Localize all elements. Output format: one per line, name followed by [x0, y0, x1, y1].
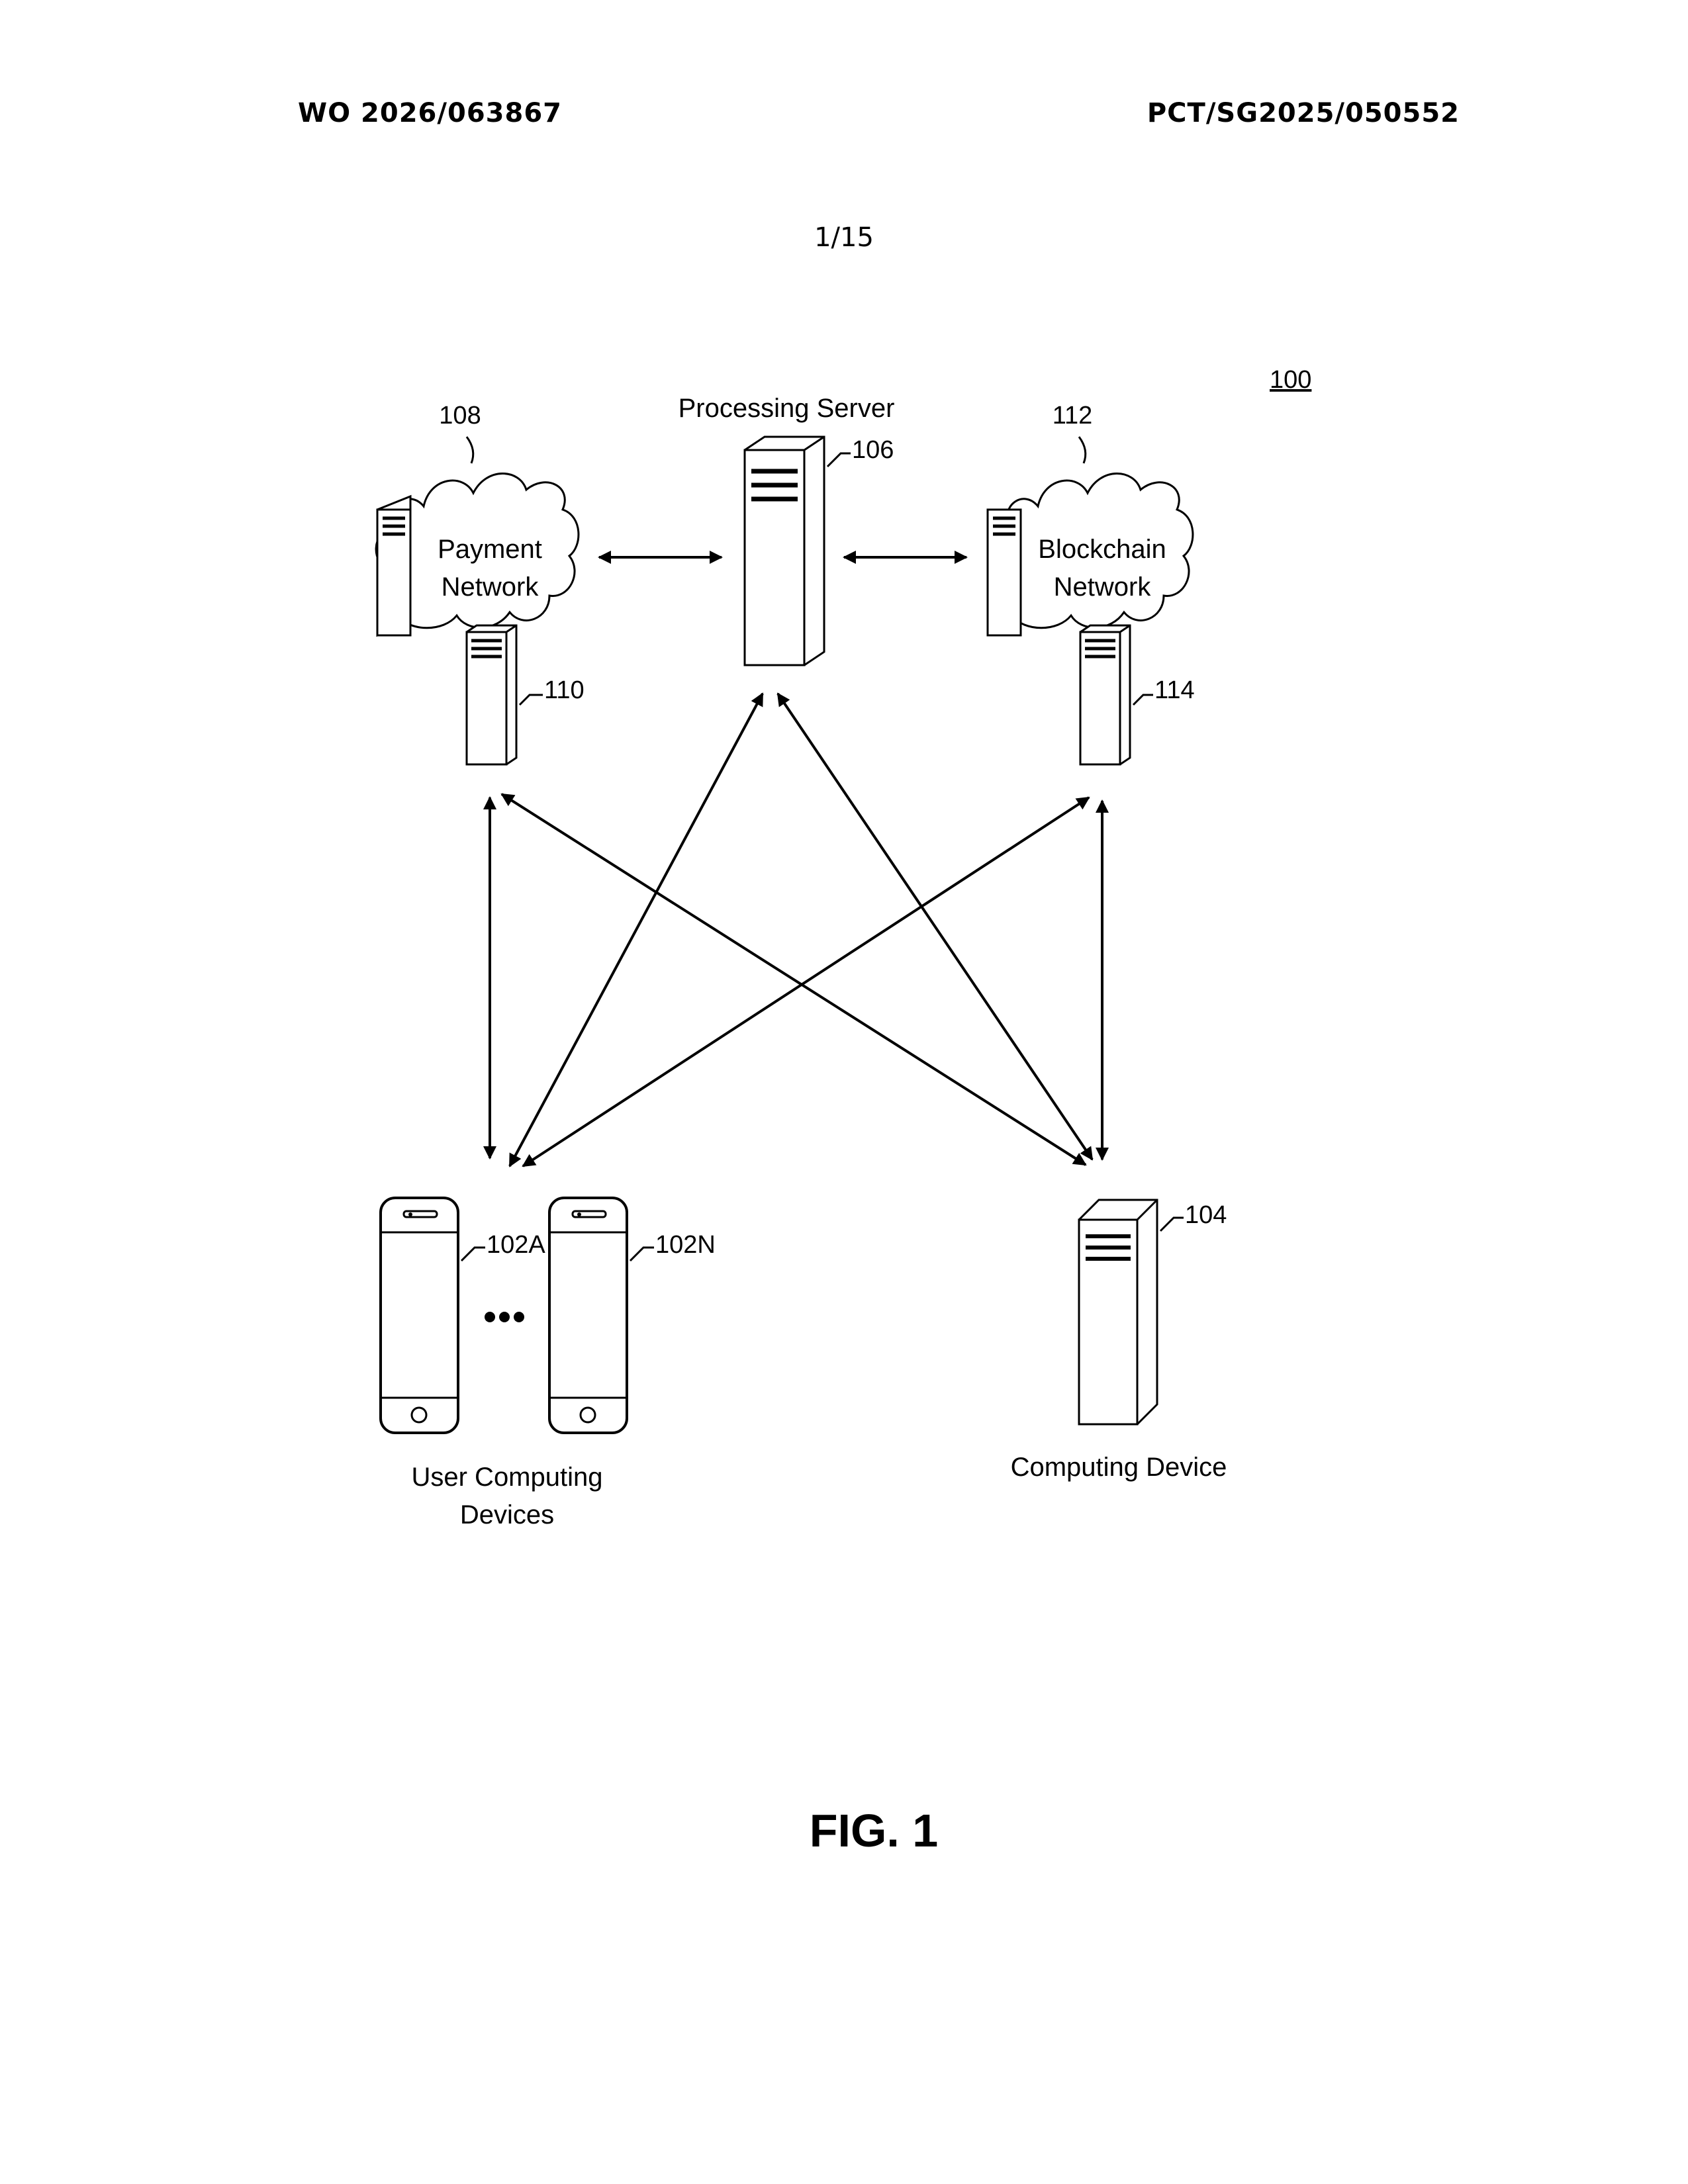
blockchain-network-ref: 112 — [1053, 402, 1093, 430]
user-computing-devices-node: 102A 102N User Computing Devices — [381, 1198, 716, 1529]
payment-server-ref: 110 — [544, 676, 585, 704]
payment-network-label-line2: Network — [442, 572, 539, 602]
payment-server-icon — [467, 625, 516, 764]
payment-network-label-line1: Payment — [438, 535, 542, 564]
processing-server-title: Processing Server — [679, 394, 895, 423]
blockchain-network-label-line1: Blockchain — [1038, 535, 1166, 564]
arrow-processing-userdevices — [510, 694, 763, 1166]
user-device-ref-a: 102A — [487, 1231, 545, 1259]
payment-network-node: Payment Network 108 — [376, 402, 579, 635]
arrow-processing-computingdevice — [778, 694, 1092, 1160]
arrow-payment-computingdevice — [502, 794, 1086, 1165]
computing-device-node: 104 Computing Device — [1011, 1200, 1227, 1482]
blockchain-network-node: Blockchain Network 112 — [988, 402, 1193, 635]
processing-server-icon — [745, 450, 804, 665]
computing-device-ref: 104 — [1185, 1201, 1227, 1229]
blockchain-network-server-icon — [988, 510, 1021, 635]
computing-device-server-icon — [1079, 1220, 1137, 1424]
figure-caption: FIG. 1 — [810, 1805, 938, 1856]
ellipsis-icon — [485, 1312, 524, 1322]
processing-server-node: Processing Server 106 — [679, 394, 895, 665]
payment-network-server-icon — [377, 496, 410, 635]
user-device-ref-n: 102N — [655, 1231, 716, 1259]
user-devices-label-line1: User Computing — [411, 1463, 602, 1492]
user-devices-label-line2: Devices — [460, 1500, 554, 1529]
smartphone-icon-102a — [381, 1198, 458, 1433]
computing-device-label: Computing Device — [1011, 1453, 1227, 1482]
blockchain-server-ref: 114 — [1154, 676, 1195, 704]
processing-server-ref: 106 — [852, 436, 894, 464]
payment-network-ref: 108 — [439, 402, 481, 430]
system-ref-label: 100 — [1270, 366, 1311, 394]
blockchain-network-label-line2: Network — [1054, 572, 1152, 602]
blockchain-server-icon — [1080, 625, 1130, 764]
smartphone-icon-102n — [549, 1198, 627, 1433]
